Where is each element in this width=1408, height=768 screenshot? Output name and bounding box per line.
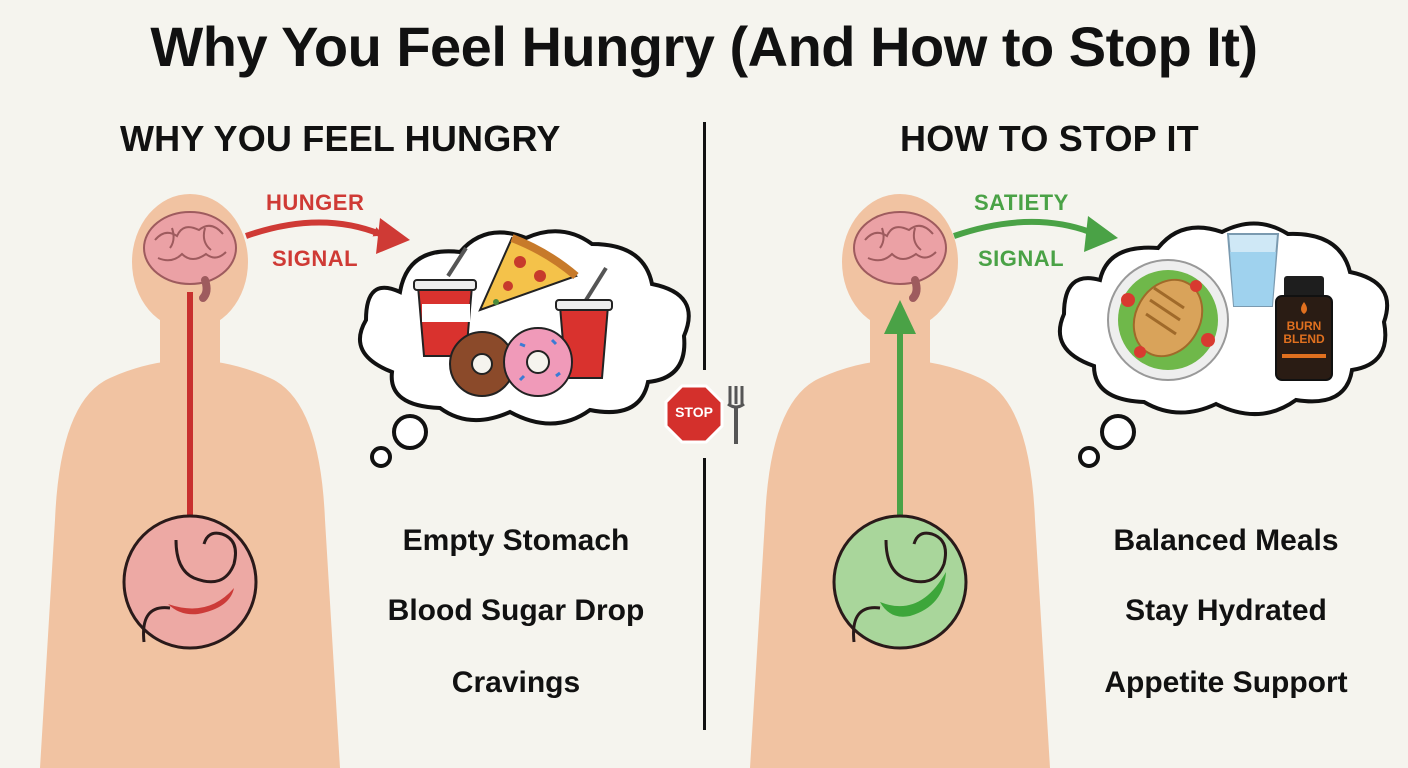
hunger-nerve-line (187, 292, 193, 532)
stomach-icon (122, 514, 258, 650)
point-blood-sugar-drop: Blood Sugar Drop (387, 594, 645, 627)
point-empty-stomach: Empty Stomach (402, 524, 630, 557)
salad-plate-icon (1107, 259, 1229, 381)
supplement-label: BURN BLEND (1278, 320, 1330, 346)
fork-icon (727, 386, 745, 444)
hunger-signal-label-1: HUNGER (266, 190, 365, 215)
pizza-slice-icon (478, 234, 579, 312)
heading-why-hungry: WHY YOU FEEL HUNGRY (120, 118, 561, 159)
point-appetite-support: Appetite Support (1104, 666, 1348, 699)
satiety-signal-label-1: SATIETY (974, 190, 1069, 215)
donut-icon (449, 331, 515, 397)
heading-how-to-stop: HOW TO STOP IT (900, 118, 1199, 159)
brain-icon (143, 211, 237, 302)
hunger-arrow (245, 219, 384, 239)
supplement-label-line1: BURN (1286, 319, 1322, 333)
satiety-nerve-line (897, 330, 903, 520)
stop-sign-icon (664, 384, 724, 444)
point-stay-hydrated: Stay Hydrated (1125, 594, 1327, 627)
satiety-arrow (953, 219, 1092, 239)
supplement-bottle-icon (1275, 276, 1333, 381)
center-divider-top (703, 122, 706, 370)
satiety-signal-label-2: SIGNAL (978, 246, 1065, 271)
soda-cup-icon (413, 246, 477, 357)
hunger-signal-label-2: SIGNAL (272, 246, 359, 271)
page-title: Why You Feel Hungry (And How to Stop It) (150, 15, 1258, 78)
brain-icon (853, 211, 947, 302)
donut-icon (503, 327, 573, 397)
stop-sign-label: STOP (675, 404, 713, 420)
supplement-label-line2: BLEND (1283, 332, 1325, 346)
center-divider-bottom (703, 458, 706, 730)
water-glass-icon (1226, 233, 1280, 307)
point-balanced-meals: Balanced Meals (1113, 524, 1339, 557)
point-cravings: Cravings (451, 666, 581, 699)
stomach-icon (832, 514, 968, 650)
